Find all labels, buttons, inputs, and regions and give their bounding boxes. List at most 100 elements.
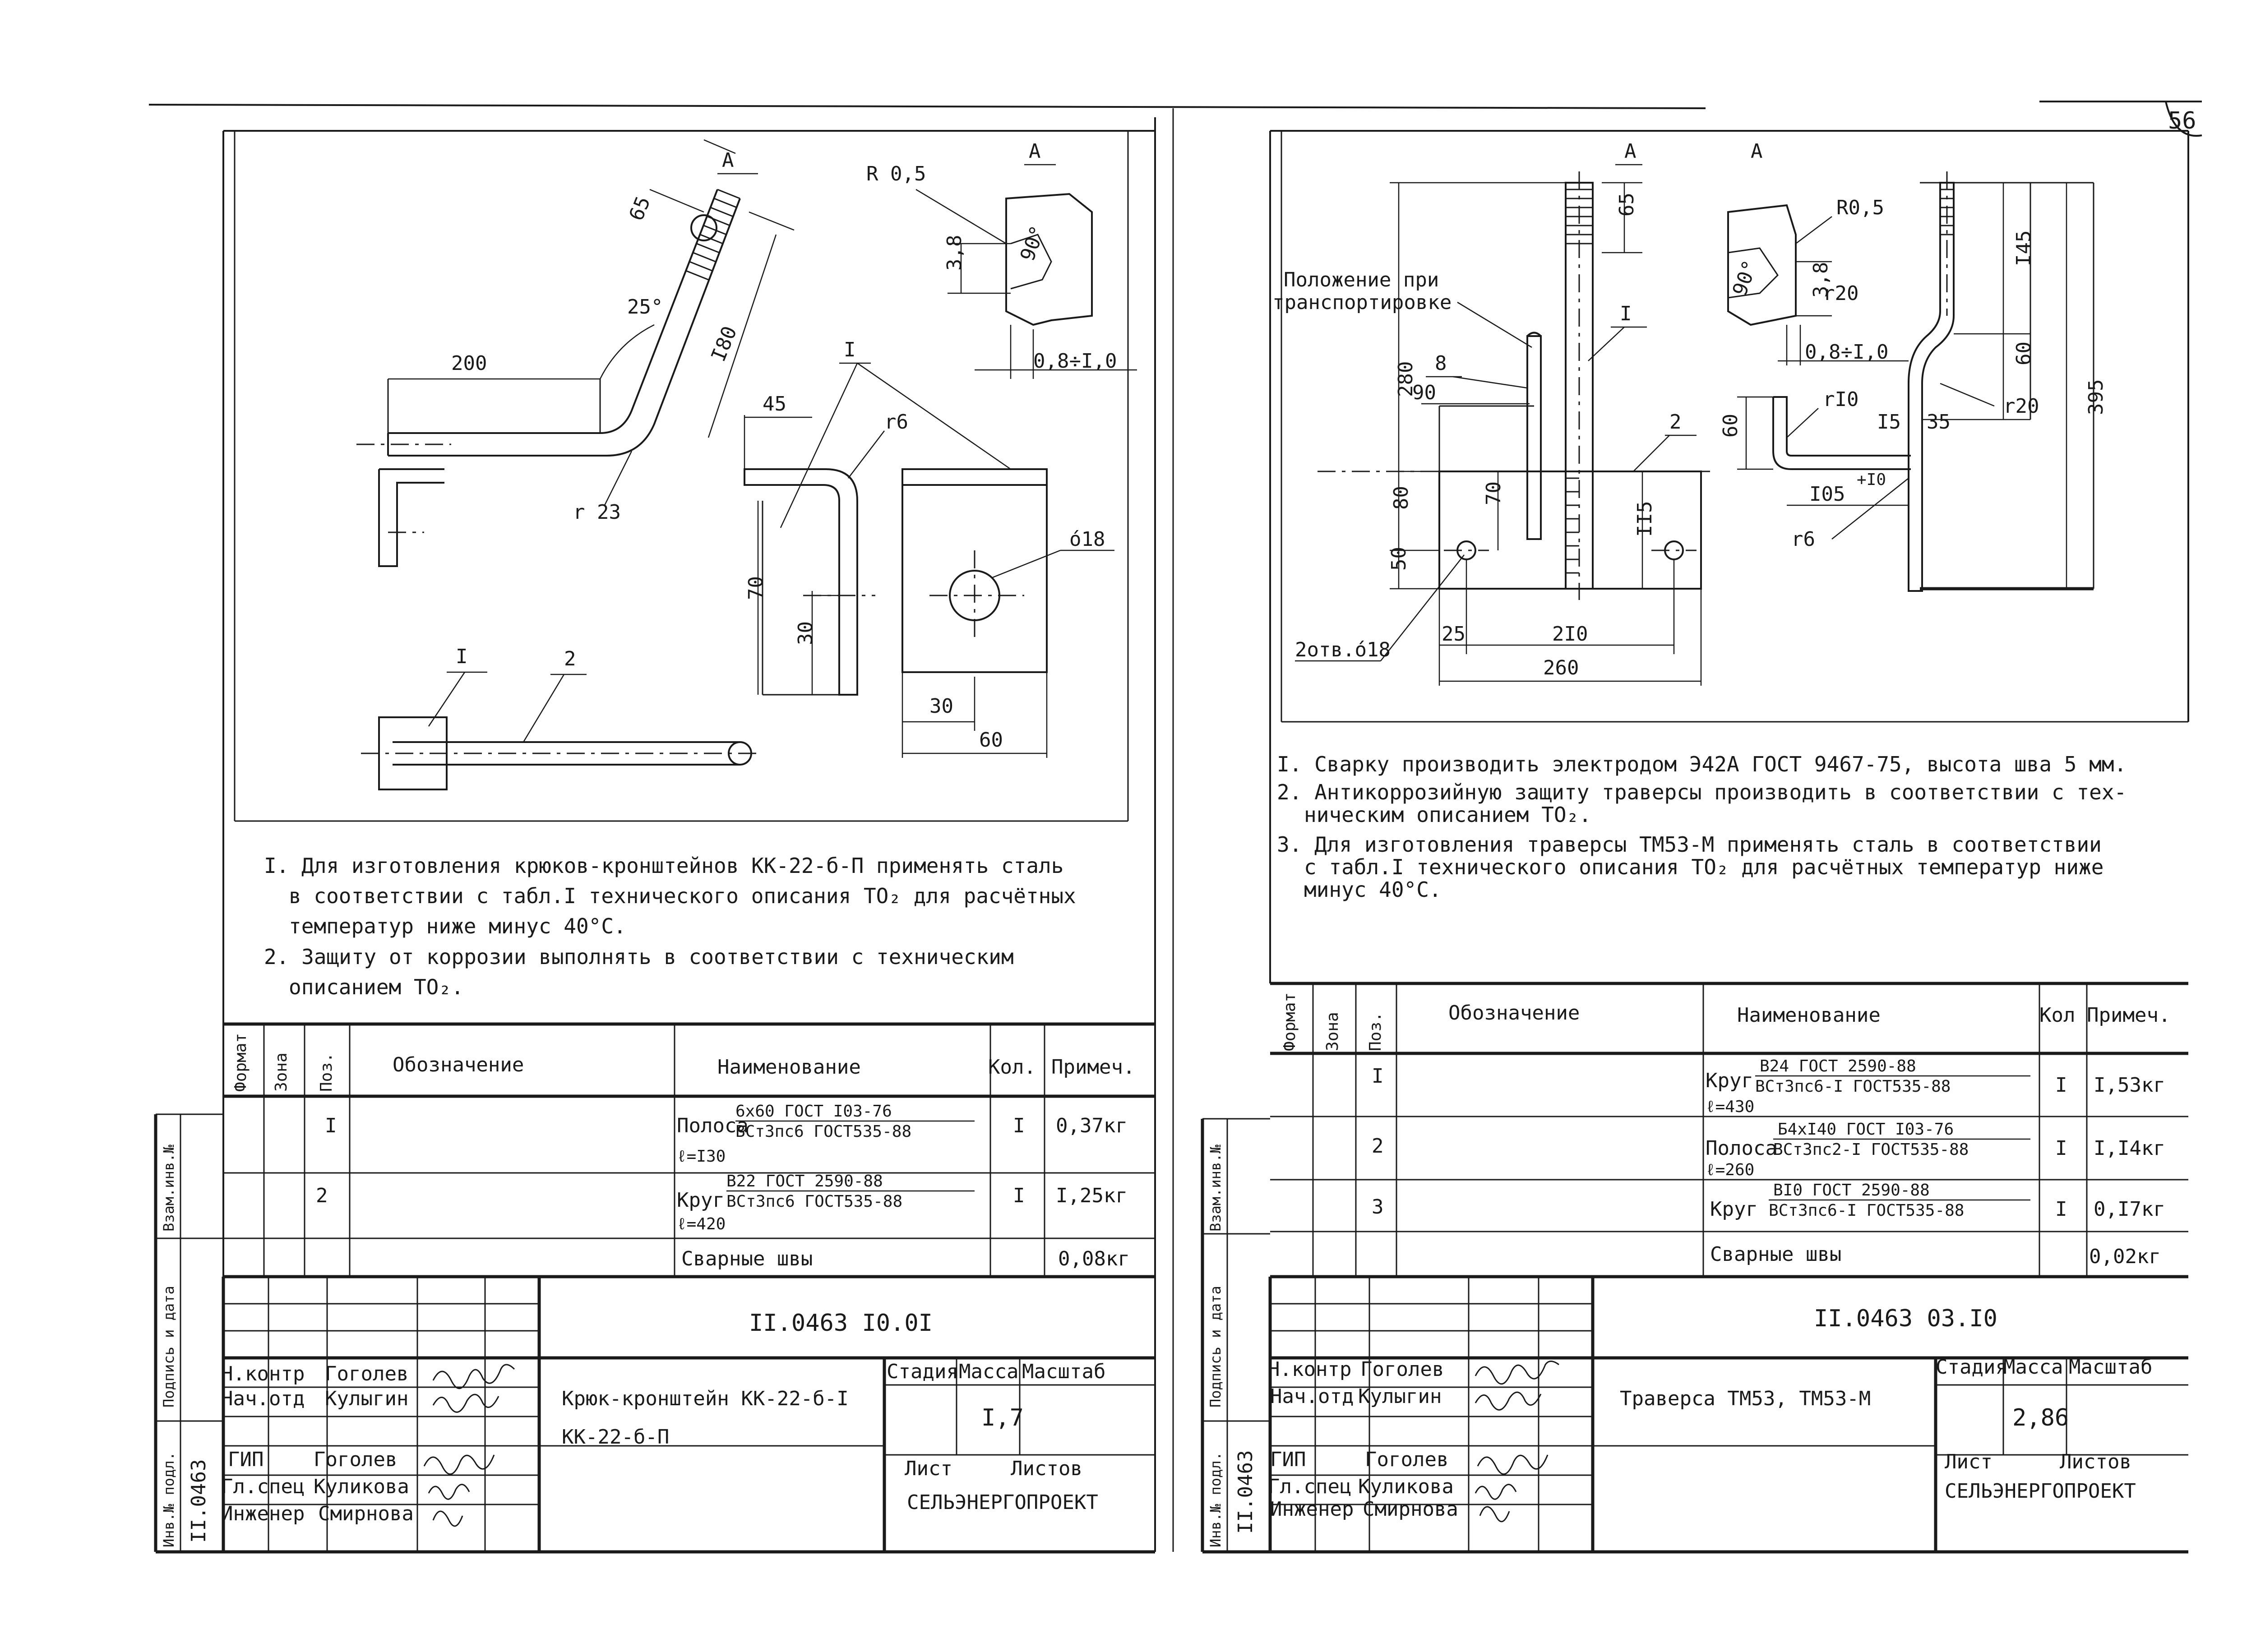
r-row1-name-top: В24 ГОСТ 2590-88 [1760,1057,1916,1075]
radius-0-5: R 0,5 [866,162,926,185]
r-note-3: ническим описанием ТО₂. [1304,803,1591,827]
row2-qty: I [1013,1184,1025,1207]
detail-1-label: I [844,338,856,361]
r-row1-note: I,53кг [2094,1074,2165,1097]
col-name: Наименование [717,1056,861,1079]
r-row2-pos: 2 [1372,1135,1384,1158]
view-a-label: A [1029,140,1041,163]
r-row3-name: Круг [1710,1198,1758,1221]
dim-180: I80 [707,323,741,365]
r-role-gip: ГИП [1270,1448,1306,1471]
note-line-3: температур ниже минус 40°С. [289,914,626,938]
view-a-right: А R0,5 90° 3,8 r20 0,8÷I,0 [1727,140,1909,365]
sheets-label: Листов [1011,1457,1082,1480]
pos-1-r: I [1620,302,1632,325]
note-line-4: 2. Защиту от коррозии выполнять в соотве… [264,945,1014,969]
r-note-2: 2. Антикоррозийную защиту траверсы произ… [1277,780,2127,804]
r-side-inv: Инв.№ подл. [1207,1452,1224,1547]
r-0-5-right: R0,5 [1836,196,1884,219]
side-zam: Взам.инв.№ [160,1144,177,1232]
signature-scribble [1475,1484,1517,1500]
dim-115: II5 [1633,501,1656,537]
dim-90deg: 90° [1016,222,1050,264]
role-nkontr: Н.контр [221,1362,305,1385]
r-row4-note: 0,02кг [2089,1245,2161,1268]
col-designation: Обозначение [393,1053,524,1076]
row1-note: 0,37кг [1056,1114,1128,1137]
dim-35: 35 [1927,411,1951,434]
r-stage-label: Стадия [1936,1356,2007,1379]
hatched-end [685,189,740,281]
row2-note: I,25кг [1056,1184,1128,1207]
r-side-podp: Подпись и дата [1207,1286,1224,1407]
dim-30b: 30 [929,695,953,718]
r6-right: r6 [1791,528,1815,551]
page-corner [2165,101,2202,137]
role-nachotd: Нач.отд [221,1387,305,1410]
note-line-2: в соответствии с табл.I технического опи… [289,884,1076,908]
thread-hatch [1566,189,1593,574]
r-row2-qty: I [2055,1137,2067,1160]
row2-pos: 2 [316,1184,328,1207]
r20-a: r20 [1823,282,1858,305]
r-row1-name-bottom: ВСт3пс6-I ГОСТ535-88 [1755,1077,1951,1096]
dim-200: 200 [451,352,487,375]
item-title-1: Крюк-кронштейн КК-22-б-I [562,1387,849,1410]
note-line-1: I. Для изготовления крюков-кронштейнов К… [264,854,1063,878]
r-name-nkontr: Гоголев [1360,1358,1444,1381]
row3-name: Сварные швы [681,1247,813,1270]
right-doc-number: II.0463 03.I0 [1814,1305,1997,1332]
r-row2-note: I,I4кг [2094,1137,2165,1160]
dim-holes: 2отв.ó18 [1295,638,1391,661]
dim-25: 25 [1442,623,1465,646]
r-row2-name-bottom: ВСт3пс2-I ГОСТ535-88 [1773,1140,1969,1159]
left-doc-number: II.0463 I0.0I [749,1310,933,1337]
r-scale-label: Масштаб [2069,1356,2152,1379]
name-nkontr: Гоголев [325,1362,408,1385]
r-name-gip: Гоголев [1365,1448,1448,1471]
row3-note: 0,08кг [1058,1247,1130,1270]
r-row3-name-top: ВI0 ГОСТ 2590-88 [1773,1181,1930,1200]
r-col-note: Примеч. [2087,1004,2170,1027]
stage-label: Стадия [887,1360,958,1383]
row1-name: Полоса [677,1114,749,1137]
dim-thickness: 0,8÷I,0 [1033,350,1117,373]
dim-70: 70 [744,576,767,600]
row1-qty: I [1013,1114,1025,1137]
dim-90-r: 90 [1412,381,1436,404]
right-title-block: II.0463 03.I0 Н.контр Нач.отд ГИП Гл.спе… [1268,1277,2188,1554]
r-role-nachotd: Нач.отд [1270,1385,1354,1408]
dim-65-r: 65 [1615,193,1638,217]
side-inv-value: II.0463 [187,1459,210,1543]
col-zone: Зона [272,1052,291,1092]
signature-scribble [428,1484,470,1500]
r-col-designation: Обозначение [1448,1001,1580,1024]
mass-label: Масса [959,1360,1018,1383]
r-org-name: СЕЛЬЭНЕРГОПРОЕКТ [1945,1480,2136,1503]
side-inv: Инв.№ подл. [160,1452,177,1547]
r-name-nachotd: Кулыгин [1358,1385,1442,1408]
note-line-5: описанием ТО₂. [289,975,464,999]
dim-260: 260 [1543,656,1579,679]
signature-scribble [1477,1454,1549,1475]
dim-210: 2I0 [1552,623,1588,646]
r-note-6: минус 40°С. [1304,877,1442,902]
col-note: Примеч. [1051,1056,1135,1079]
dim-90deg-r: 90° [1728,257,1762,299]
r10: rI0 [1823,388,1858,411]
signature-scribble [1475,1361,1559,1385]
mass-value: I,7 [981,1404,1024,1431]
pos-1-label: I [456,645,468,668]
side-thread-hatch [1940,189,1954,235]
col-pos: Поз. [317,1052,336,1092]
dim-45: 45 [763,392,786,415]
dim-r23: r 23 [573,501,621,524]
r-row3-qty: I [2055,1198,2067,1221]
r-col-zone: Зона [1323,1012,1342,1051]
r-col-format: Формат [1281,992,1299,1051]
row1-length: ℓ=I30 [677,1147,726,1166]
plate-with-hole: ó18 30 60 [901,468,1114,758]
r-item-title: Траверса ТМ53, ТМ53-М [1620,1387,1871,1410]
dim-105: I05 [1809,483,1845,506]
